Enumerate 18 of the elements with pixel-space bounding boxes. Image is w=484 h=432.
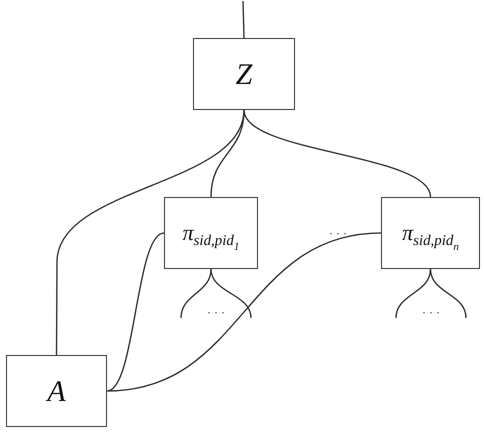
connector-line [242, 0, 245, 38]
ellipsis: · · · [422, 308, 440, 318]
connector-line [395, 268, 432, 318]
connector-line [180, 268, 212, 318]
connector-line [210, 268, 252, 318]
math-label: A [47, 374, 66, 410]
connector-line [56, 110, 245, 355]
labeled-box [193, 38, 295, 110]
connector-line [430, 268, 467, 318]
connector-line [106, 232, 382, 392]
connector-line [243, 110, 432, 198]
math-label: Z [236, 56, 252, 92]
labeled-box [6, 355, 107, 427]
ellipsis: · · · [329, 228, 347, 240]
connector-line [106, 232, 164, 392]
labeled-box [381, 197, 480, 269]
ellipsis: · · · [207, 308, 225, 318]
labeled-box [164, 197, 258, 269]
